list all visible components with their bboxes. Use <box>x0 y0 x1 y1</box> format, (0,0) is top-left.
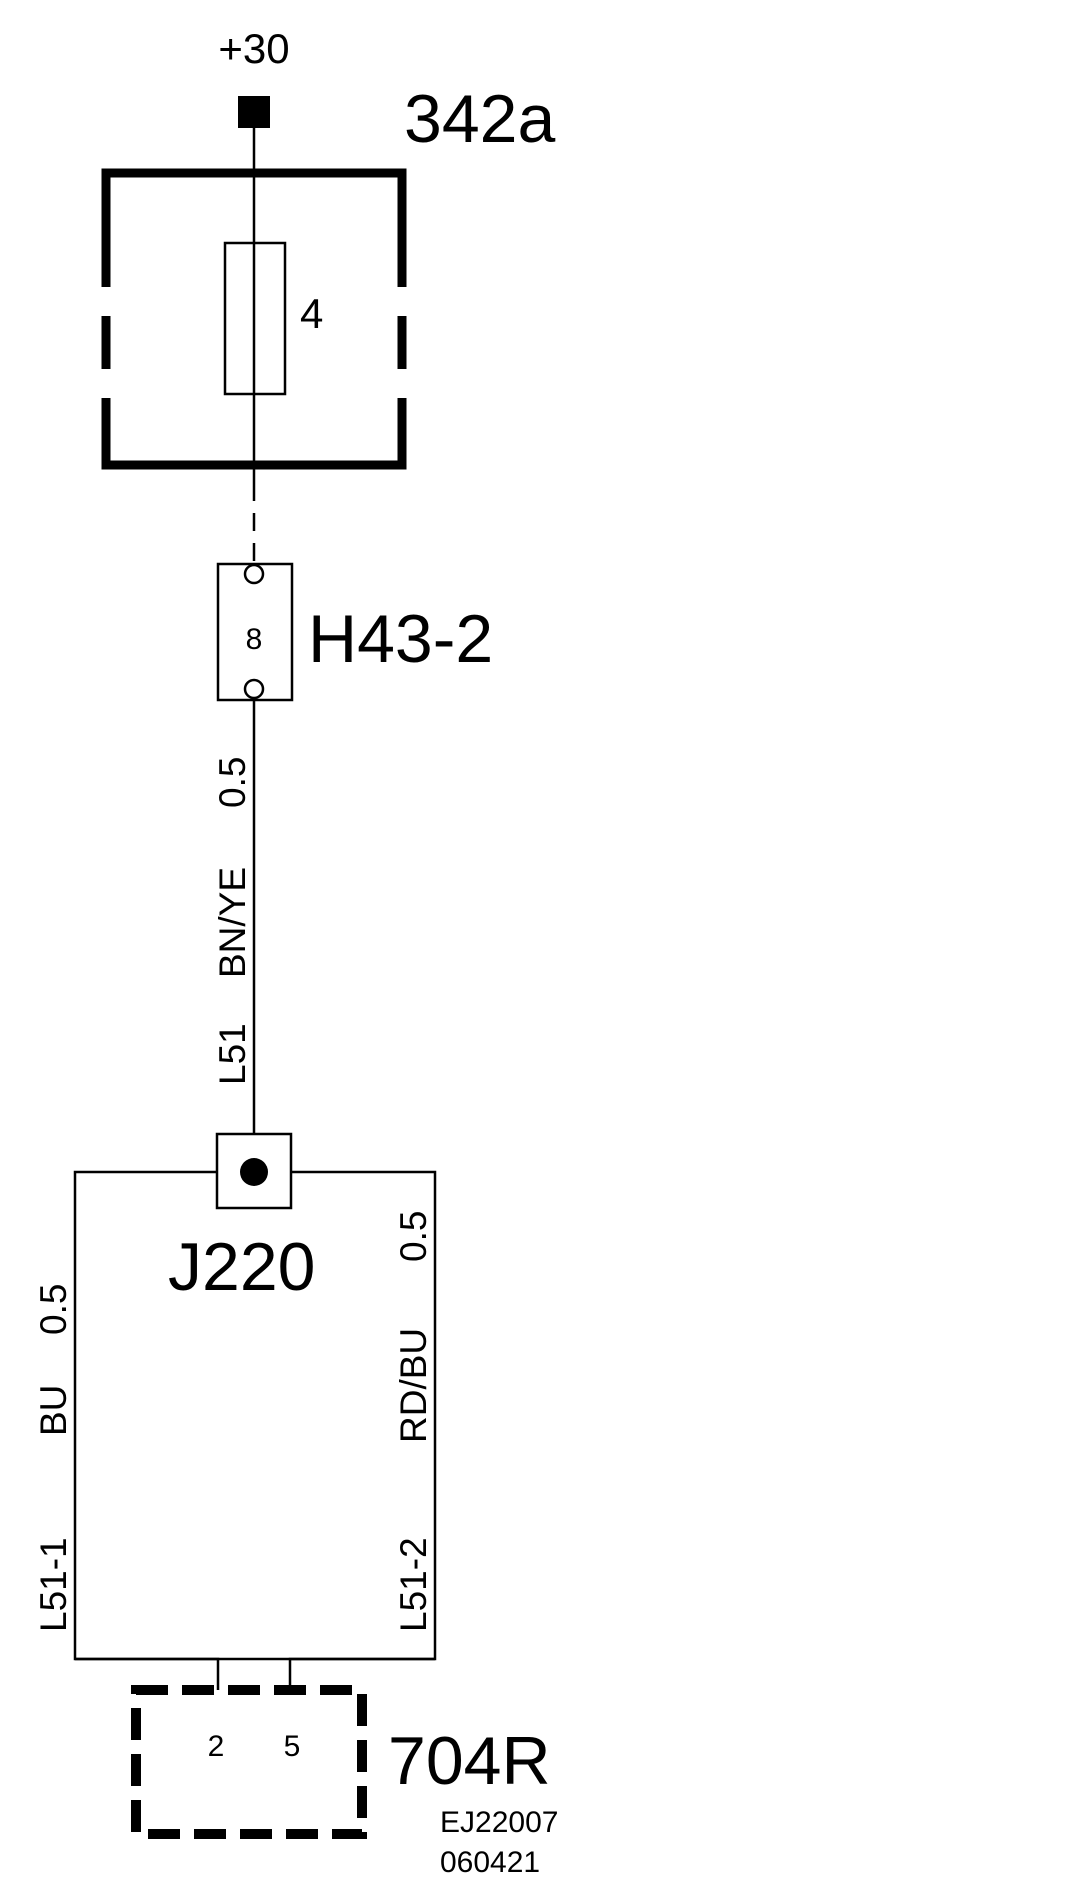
supply-terminal <box>238 96 270 128</box>
splice-id: J220 <box>168 1229 315 1305</box>
left-wire-color: BU <box>33 1385 74 1436</box>
reference-date: 060421 <box>440 1846 540 1879</box>
component-704r <box>131 1685 367 1839</box>
fuse-box-id: 342a <box>404 81 555 157</box>
component-pin-5: 5 <box>284 1730 301 1763</box>
left-wire-code: L51-1 <box>33 1537 74 1632</box>
main-wire-size: 0.5 <box>212 757 253 808</box>
component-id: 704R <box>388 1723 551 1799</box>
splice-dot <box>240 1158 268 1186</box>
connector-id: H43-2 <box>308 601 493 677</box>
lead-to-pin-2 <box>75 1657 220 1690</box>
right-wire-color: RD/BU <box>393 1328 434 1443</box>
lead-to-pin-5 <box>288 1657 435 1690</box>
component-pin-2: 2 <box>208 1730 225 1763</box>
fuse-number: 4 <box>300 290 323 337</box>
connector-pin-top <box>243 563 265 585</box>
connector-pin-number: 8 <box>246 623 263 656</box>
reference-code: EJ22007 <box>440 1806 558 1839</box>
right-wire-code: L51-2 <box>393 1537 434 1632</box>
connector-h43-2 <box>216 562 294 702</box>
main-wire-color: BN/YE <box>212 867 253 978</box>
connector-pin-bottom <box>243 678 265 700</box>
right-wire-size: 0.5 <box>393 1211 434 1262</box>
left-wire-size: 0.5 <box>33 1284 74 1335</box>
main-wire-code: L51 <box>212 1023 253 1085</box>
supply-label: +30 <box>218 25 289 72</box>
splice-box <box>215 1132 293 1210</box>
